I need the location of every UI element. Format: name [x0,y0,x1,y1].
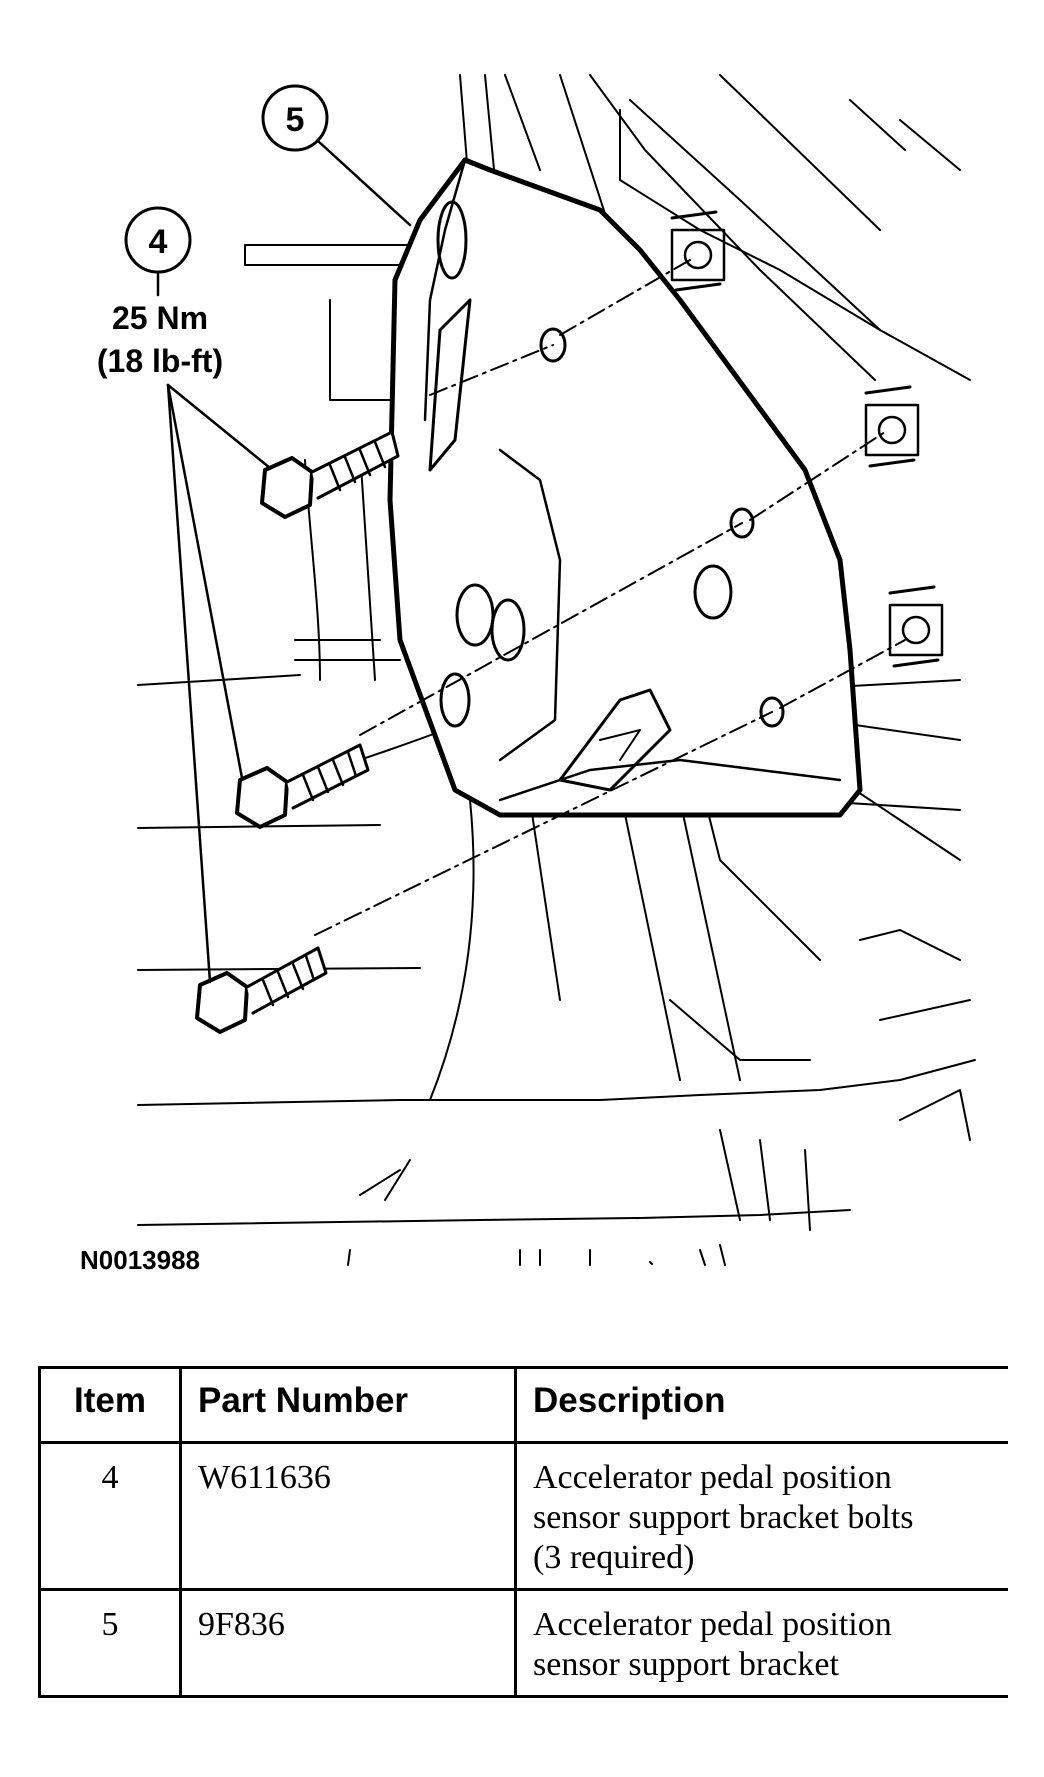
mounting-point-lower [888,585,944,668]
description-line: sensor support bracket bolts [533,1499,914,1536]
torque-nm-label: 25 Nm [112,300,208,336]
bolt-upper [260,430,400,519]
header-description: Description [514,1366,1008,1444]
table-header-row: Item Part Number Description [38,1366,1008,1444]
parts-table: Item Part Number Description 4 W611636 A… [38,1366,1008,1698]
row-item: 4 [38,1441,181,1591]
bolt-middle [235,743,370,829]
table-row: 5 9F836 Accelerator pedal position senso… [38,1588,1008,1698]
bolt-lower [195,946,328,1034]
support-bracket [387,157,863,818]
row-part-number: W611636 [179,1441,516,1591]
callout-4-label: 4 [149,223,168,261]
header-item: Item [38,1366,181,1444]
torque-lbft-label: (18 lb-ft) [97,343,223,379]
callout-item-5: 5 [261,84,412,227]
mounting-point-top [670,210,726,292]
table-row: 4 W611636 Accelerator pedal position sen… [38,1441,1008,1591]
callout-item-4: 4 25 Nm (18 lb-ft) [97,206,272,984]
description-line: Accelerator pedal position [533,1606,892,1643]
row-part-number: 9F836 [179,1588,516,1698]
description-line: sensor support bracket [533,1646,839,1683]
alignment-lines [314,259,906,936]
header-part-number: Part Number [179,1366,516,1444]
row-description: Accelerator pedal position sensor suppor… [514,1588,1008,1698]
mounting-point-middle [864,385,920,468]
description-line: Accelerator pedal position [533,1459,892,1496]
row-item: 5 [38,1588,181,1698]
row-description: Accelerator pedal position sensor suppor… [514,1441,1008,1591]
figure-id: N0013988 [80,1245,200,1275]
description-line: (3 required) [533,1539,695,1576]
bracket-exploded-illustration: 5 4 25 Nm (18 lb-ft) [97,74,976,1266]
callout-5-label: 5 [286,101,305,139]
